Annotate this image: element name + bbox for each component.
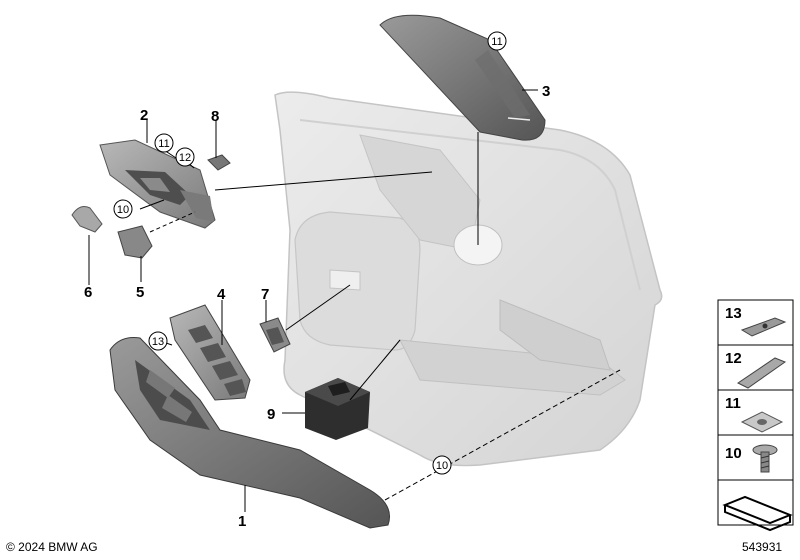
callout-3: 3 (542, 83, 550, 100)
clip-part-8 (207, 154, 231, 171)
screw-10-icon (752, 444, 778, 473)
svg-text:13: 13 (152, 336, 164, 348)
fastener-legend: 13 12 11 10 (717, 299, 794, 532)
legend-number-12: 12 (725, 350, 742, 367)
svg-text:11: 11 (158, 138, 169, 150)
armrest-part-1 (109, 337, 390, 529)
legend-number-13: 13 (725, 305, 742, 322)
svg-text:10: 10 (117, 204, 129, 216)
callout-4: 4 (217, 286, 226, 303)
door-trim-panel (274, 91, 663, 467)
circled-callout-10-left: 10 (113, 199, 133, 219)
circled-callout-11-top: 11 (487, 31, 507, 51)
end-cap-part-6 (71, 206, 103, 233)
callout-5: 5 (136, 284, 144, 301)
leader-lines (88, 89, 621, 512)
legend-number-10: 10 (725, 445, 742, 462)
callout-9: 9 (267, 406, 275, 423)
svg-text:12: 12 (179, 152, 191, 164)
foam-block-part-9 (305, 378, 370, 440)
bracket-part-5 (117, 225, 153, 259)
svg-text:10: 10 (436, 460, 448, 472)
copyright-notice: © 2024 BMW AG (6, 540, 98, 554)
callout-8: 8 (211, 108, 219, 125)
switch-part-7 (259, 317, 291, 353)
circled-callout-10-bottom: 10 (432, 455, 452, 475)
clip-12-icon (737, 357, 787, 389)
svg-text:11: 11 (491, 36, 502, 48)
diagram-number: 543931 (742, 540, 783, 554)
callout-6: 6 (84, 284, 92, 301)
set-symbol-icon (722, 495, 793, 532)
speaker-cover-part-3 (379, 14, 546, 141)
clip-13-icon (740, 317, 787, 337)
nut-11-icon (740, 411, 784, 433)
callout-7: 7 (261, 286, 269, 303)
circled-callout-12: 12 (175, 147, 195, 167)
legend-number-11: 11 (725, 395, 741, 412)
circled-callout-11-left: 11 (154, 133, 174, 153)
switch-panel-part-4 (169, 304, 251, 401)
callout-2: 2 (140, 107, 148, 124)
circled-callout-13: 13 (148, 331, 168, 351)
callout-1: 1 (238, 513, 246, 530)
handle-bezel-part-2 (99, 139, 216, 229)
